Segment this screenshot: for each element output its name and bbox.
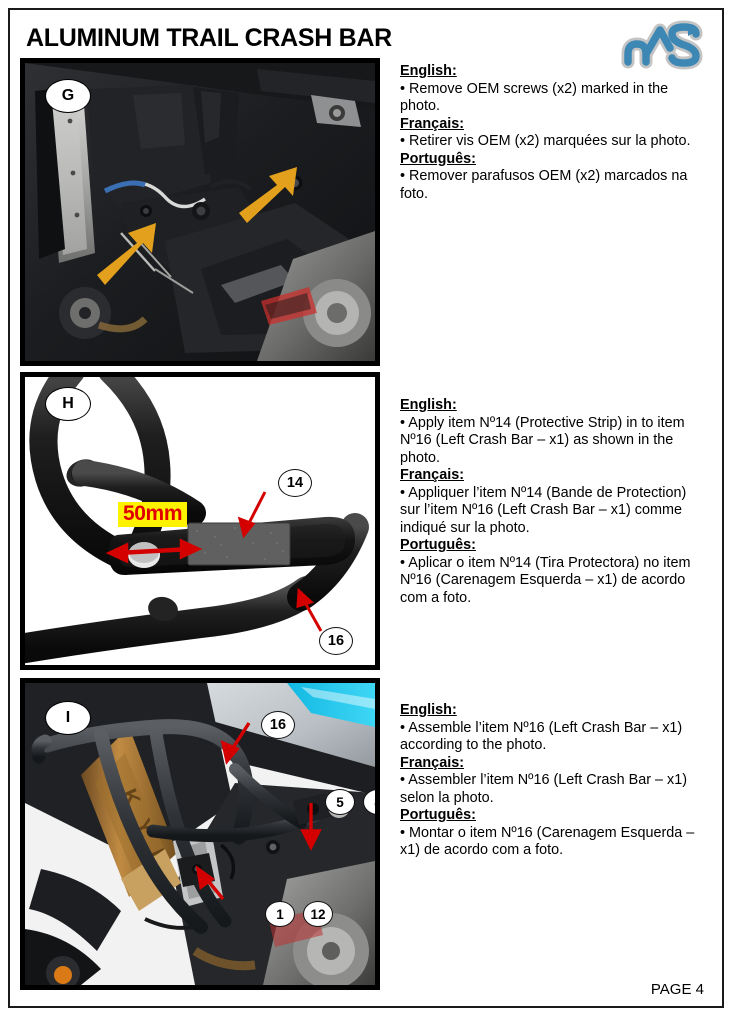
instruction-line: • Assembler l’item Nº16 (Left Crash Bar … bbox=[400, 772, 688, 788]
instruction-block-english: English: • Remove OEM screws (x2) marked… bbox=[400, 63, 710, 116]
instruction-line: foto. bbox=[400, 185, 429, 202]
callout-16: 16 bbox=[319, 627, 353, 655]
instruction-line: indiqué sur la photo. bbox=[400, 519, 530, 536]
instruction-block-english: English: • Apply item Nº14 (Protective S… bbox=[400, 397, 710, 467]
language-label-francais: Français: bbox=[400, 467, 464, 483]
instructions-g: English: • Remove OEM screws (x2) marked… bbox=[400, 63, 710, 203]
instruction-line: Nº16 (Carenagem Esquerda – x1) de acordo bbox=[400, 572, 686, 588]
callout-1-leader bbox=[195, 865, 225, 901]
language-label-english: English: bbox=[400, 63, 457, 79]
photo-i: K Y B bbox=[20, 678, 380, 990]
photo-g-image bbox=[25, 63, 375, 361]
instruction-line: • Remover parafusos OEM (x2) marcados na bbox=[400, 168, 688, 184]
instruction-line: • Apply item Nº14 (Protective Strip) in … bbox=[400, 414, 685, 431]
callout-16: 16 bbox=[261, 711, 295, 739]
instruction-line: according to the photo. bbox=[400, 737, 547, 753]
instructions-h: English: • Apply item Nº14 (Protective S… bbox=[400, 397, 710, 607]
callout-14-leader bbox=[237, 491, 267, 539]
panel-label-i: I bbox=[45, 701, 91, 735]
instruction-block-portugues: Português: • Montar o item Nº16 (Carenag… bbox=[400, 807, 710, 860]
instructions-i: English: • Assemble l’item Nº16 (Left Cr… bbox=[400, 702, 710, 860]
instruction-block-portugues: Português: • Remover parafusos OEM (x2) … bbox=[400, 151, 710, 204]
language-label-portugues: Português: bbox=[400, 150, 476, 167]
callout-1: 1 bbox=[265, 901, 295, 927]
photo-h: H 50mm 14 16 bbox=[20, 372, 380, 670]
instruction-block-english: English: • Assemble l’item Nº16 (Left Cr… bbox=[400, 702, 710, 755]
photo-g: G bbox=[20, 58, 380, 366]
language-label-francais: Français: bbox=[400, 754, 464, 771]
instruction-line: • Aplicar o item Nº14 (Tira Protectora) … bbox=[400, 554, 691, 571]
as-logo bbox=[608, 14, 712, 76]
instruction-block-francais: Français: • Retirer vis OEM (x2) marquée… bbox=[400, 116, 710, 151]
language-label-francais: Français: bbox=[400, 115, 464, 132]
photo-h-image bbox=[25, 377, 375, 665]
instruction-line: • Remove OEM screws (x2) marked in the bbox=[400, 80, 669, 97]
instruction-line: sur l’item Nº16 (Left Crash Bar – x1) co… bbox=[400, 502, 682, 518]
instruction-line: selon la photo. bbox=[400, 789, 494, 806]
language-label-english: English: bbox=[400, 397, 457, 413]
instruction-block-francais: Français: • Assembler l’item Nº16 (Left … bbox=[400, 755, 710, 808]
callout-5: 5 bbox=[325, 789, 355, 815]
language-label-english: English: bbox=[400, 702, 457, 718]
instruction-line: com a foto. bbox=[400, 589, 472, 606]
callout-16-leader bbox=[220, 722, 251, 765]
photo-i-image: K Y B bbox=[25, 683, 375, 985]
panel-label-g: G bbox=[45, 79, 91, 113]
instruction-block-francais: Français: • Appliquer l’item Nº14 (Bande… bbox=[400, 467, 710, 537]
dimension-arrow-50mm bbox=[105, 538, 203, 564]
instruction-line: x1) de acordo com a foto. bbox=[400, 842, 564, 858]
callout-12: 12 bbox=[303, 901, 333, 927]
language-label-portugues: Português: bbox=[400, 807, 476, 823]
language-label-portugues: Português: bbox=[400, 537, 476, 553]
instruction-line: • Appliquer l’item Nº14 (Bande de Protec… bbox=[400, 484, 687, 501]
page-number: PAGE 4 bbox=[650, 981, 704, 998]
callout-5-leader bbox=[300, 803, 322, 851]
dimension-label-50mm: 50mm bbox=[118, 502, 188, 527]
instruction-line: • Assemble l’item Nº16 (Left Crash Bar –… bbox=[400, 719, 683, 736]
instruction-line: Nº16 (Left Crash Bar – x1) as shown in t… bbox=[400, 432, 674, 448]
panel-label-h: H bbox=[45, 387, 91, 421]
instruction-block-portugues: Português: • Aplicar o item Nº14 (Tira P… bbox=[400, 537, 710, 607]
callout-16-leader bbox=[296, 587, 323, 632]
oem-screw-arrow-right bbox=[239, 167, 297, 223]
instruction-line: • Montar o item Nº16 (Carenagem Esquerda… bbox=[400, 824, 695, 841]
instruction-line: photo. bbox=[400, 98, 441, 114]
instruction-line: • Retirer vis OEM (x2) marquées sur la p… bbox=[400, 133, 691, 149]
instruction-line: photo. bbox=[400, 449, 441, 466]
oem-screw-arrow-left bbox=[97, 223, 156, 285]
manual-page: ALUMINUM TRAIL CRASH BAR bbox=[8, 8, 724, 1008]
callout-14: 14 bbox=[278, 469, 312, 497]
page-title: ALUMINUM TRAIL CRASH BAR bbox=[26, 24, 392, 52]
